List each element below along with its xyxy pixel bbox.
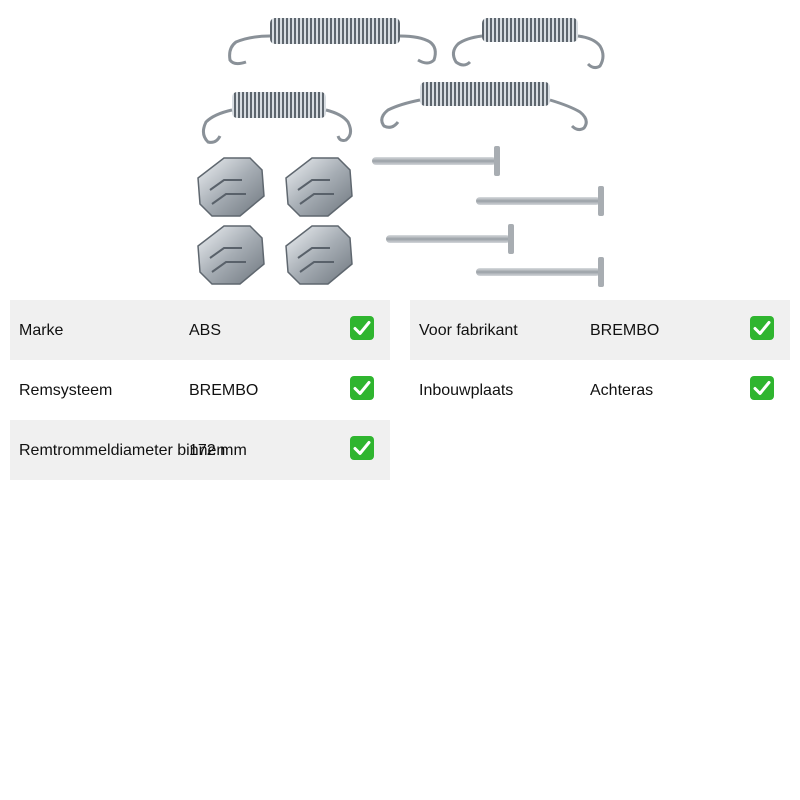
- spec-value: 172 mm: [189, 442, 247, 459]
- spring-icon: [228, 18, 437, 66]
- spec-row-remsysteem: Remsysteem BREMBO: [10, 360, 390, 420]
- check-mark-icon: [750, 316, 774, 340]
- spring-icon: [451, 18, 605, 70]
- check-mark-icon: [350, 436, 374, 460]
- check-mark-icon: [350, 316, 374, 340]
- spec-label: Inbouwplaats: [419, 382, 514, 399]
- spec-table-left: Marke ABS Remsysteem BREMBO Remtrommeldi…: [10, 300, 390, 480]
- spec-label: Remsysteem: [19, 382, 113, 399]
- spec-value: ABS: [189, 322, 222, 339]
- spec-label: Voor fabrikant: [419, 322, 518, 339]
- retaining-clip-icon: [285, 225, 353, 285]
- retaining-clip-icon: [197, 157, 265, 217]
- spec-row-inbouwplaats: Inbouwplaats Achteras: [410, 360, 790, 420]
- hold-down-pin-icon: [372, 146, 500, 176]
- check-mark-icon: [750, 376, 774, 400]
- hold-down-pin-icon: [386, 224, 514, 254]
- spec-row-remtrommeldiameter: Remtrommeldiameter binnen 172 mm: [10, 420, 390, 480]
- spec-row-marke: Marke ABS: [10, 300, 390, 360]
- spring-icon: [201, 92, 353, 144]
- hold-down-pin-icon: [476, 186, 604, 216]
- check-mark-icon: [350, 376, 374, 400]
- spec-value: BREMBO: [189, 382, 259, 399]
- hold-down-pin-icon: [476, 257, 604, 287]
- spec-value: Achteras: [590, 382, 654, 399]
- spec-label: Marke: [19, 322, 64, 339]
- retaining-clip-icon: [285, 157, 353, 217]
- retaining-clip-icon: [197, 225, 265, 285]
- product-image: [197, 18, 605, 287]
- spring-icon: [380, 82, 588, 132]
- spec-label: Remtrommeldiameter binnen: [19, 442, 226, 459]
- spec-value: BREMBO: [590, 322, 660, 339]
- spec-row-voor-fabrikant: Voor fabrikant BREMBO: [410, 300, 790, 360]
- spec-table-right: Voor fabrikant BREMBO Inbouwplaats Achte…: [410, 300, 790, 420]
